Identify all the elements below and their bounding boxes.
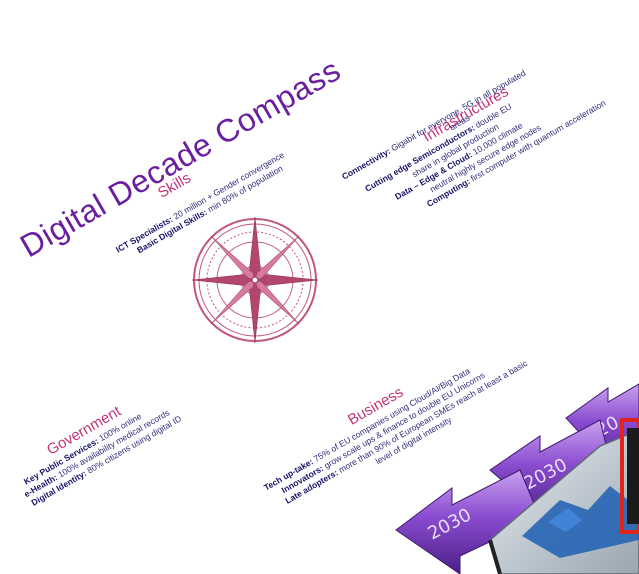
- arrow-2030-lower: 2030: [395, 469, 541, 574]
- compass-rose-graphic: [191, 216, 319, 344]
- tablet-device-illustration: [488, 418, 639, 574]
